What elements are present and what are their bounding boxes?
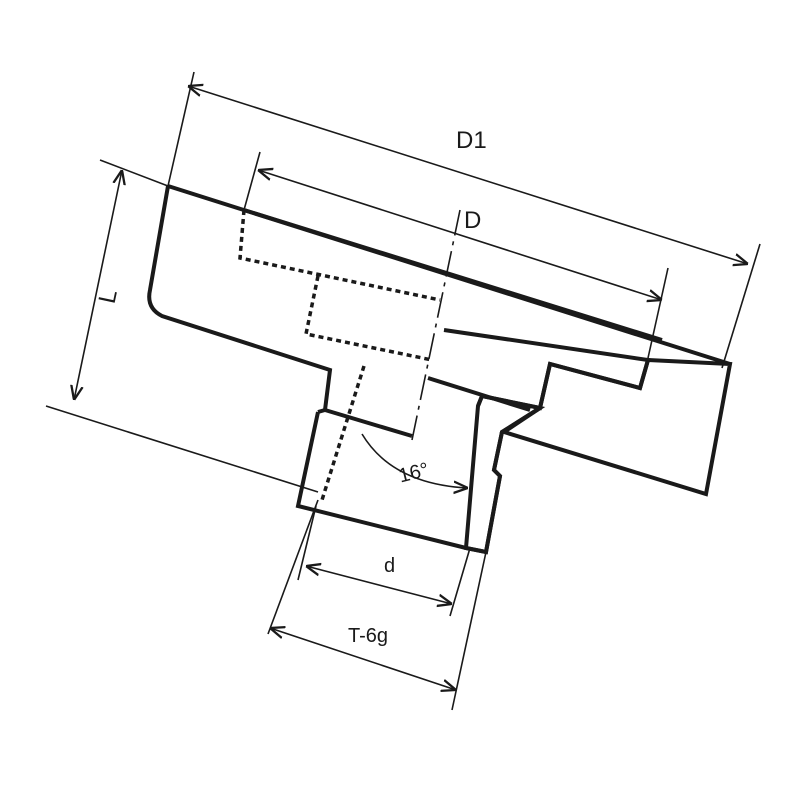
hidden-bore-wall [320, 365, 366, 501]
dim-angle-arc [361, 433, 468, 488]
label-angle: 16° [396, 459, 431, 488]
ext-d1-right [721, 243, 761, 369]
ext-t-right [451, 551, 487, 711]
section-hatch-shank [463, 393, 546, 555]
ext-l-bottom [45, 405, 319, 493]
shank-left [295, 411, 467, 550]
body-outline [147, 184, 731, 555]
head-left-side [147, 185, 333, 414]
label-d: D [464, 207, 481, 234]
centerline [411, 209, 461, 441]
hidden-hex-socket [303, 275, 433, 362]
ext-d-small-right [449, 547, 471, 617]
dim-l [74, 170, 122, 400]
ext-d1-left [167, 71, 195, 187]
ext-d-small-left [297, 505, 317, 581]
ext-l-top [99, 159, 169, 187]
shank-top [324, 408, 413, 438]
ext-d-right [647, 267, 669, 359]
ext-t-left [267, 499, 319, 635]
hidden-counterbore [238, 209, 441, 302]
section-hatch-head [499, 357, 733, 497]
hatched-section [463, 357, 733, 555]
dim-d [258, 170, 662, 300]
lower-bore-line [427, 376, 531, 412]
head-step [443, 328, 651, 411]
label-d1: D1 [456, 127, 487, 154]
label-l: L [94, 287, 123, 306]
dim-d-small [306, 566, 452, 604]
dimension-lines [74, 86, 748, 690]
label-thread: T-6g [348, 625, 388, 647]
bore-line [243, 208, 663, 342]
label-d-small: d [384, 555, 395, 577]
extension-lines [45, 71, 761, 711]
ext-d-left [243, 151, 261, 211]
labels: D1 D L 16° d T-6g [94, 127, 487, 647]
dim-thread [270, 628, 456, 690]
hidden-lines [238, 209, 441, 501]
